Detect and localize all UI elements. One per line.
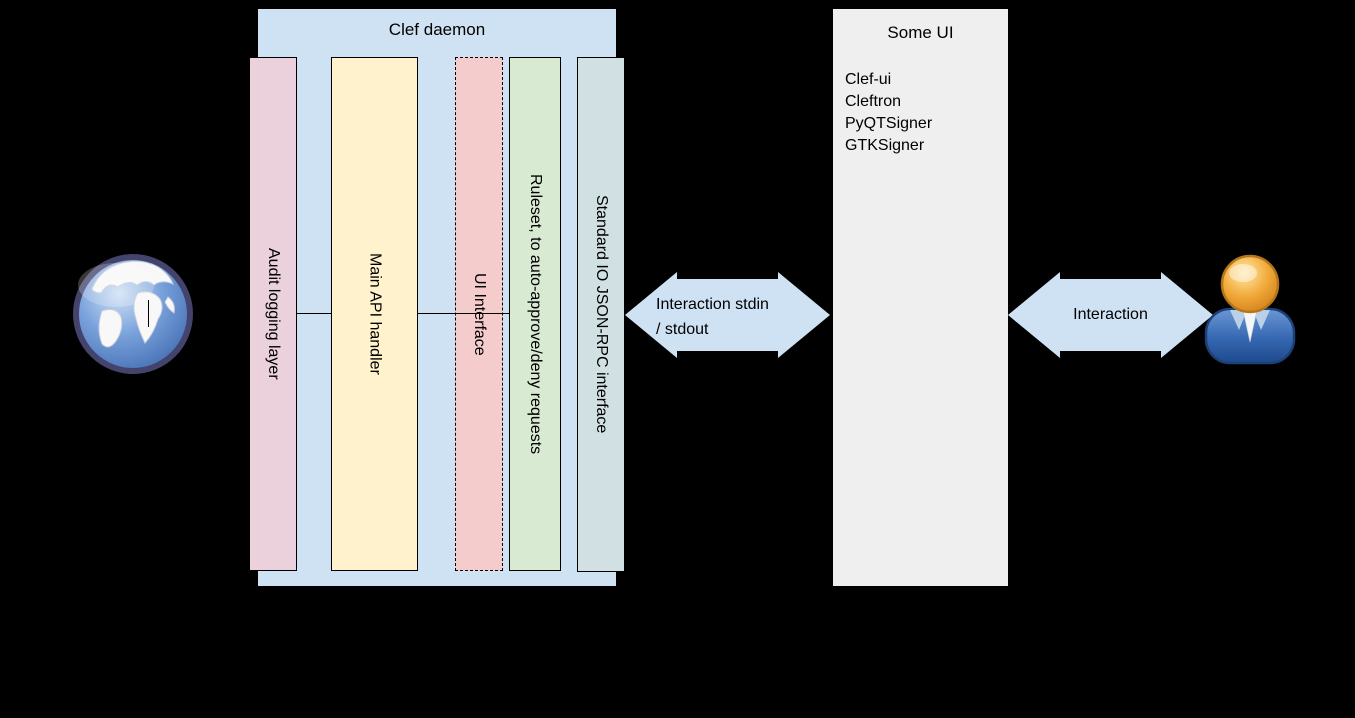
list-item: Clef-ui — [845, 71, 892, 88]
ui-interface-bar: UI Interface — [455, 57, 503, 571]
connector-globe-segment — [148, 300, 149, 327]
double-arrow-icon-stdio — [625, 272, 830, 358]
clef-daemon-box — [257, 8, 617, 587]
interaction-label: Interaction — [1073, 306, 1148, 323]
stdio-jsonrpc-bar: Standard IO JSON-RPC interface — [577, 57, 625, 572]
stdio-jsonrpc-label: Standard IO JSON-RPC interface — [593, 195, 610, 434]
ruleset-label: Ruleset, to auto-approve/deny requests — [527, 173, 544, 455]
some-ui-list: Clef-ui Cleftron PyQTSigner GTKSigner — [845, 69, 1008, 157]
list-item: PyQTSigner — [845, 115, 933, 132]
list-item: Cleftron — [845, 93, 902, 110]
audit-logging-layer-bar: Audit logging layer — [249, 57, 297, 571]
interaction-stdin-stdout-label: Interaction stdin / stdout — [656, 292, 769, 342]
some-ui-title: Some UI — [887, 23, 954, 42]
main-api-handler-bar: Main API handler — [331, 57, 418, 571]
person-icon — [1204, 254, 1296, 365]
list-item: GTKSigner — [845, 137, 925, 154]
interaction-stdin-line1: Interaction stdin — [656, 296, 769, 313]
globe-icon — [73, 254, 193, 374]
clef-daemon-title: Clef daemon — [388, 20, 486, 39]
double-arrow-icon-user — [1008, 272, 1213, 358]
audit-logging-layer-label: Audit logging layer — [265, 248, 282, 380]
main-api-handler-label: Main API handler — [366, 253, 384, 375]
some-ui-box: Some UI Clef-ui Cleftron PyQTSigner GTKS… — [833, 9, 1008, 586]
ruleset-bar: Ruleset, to auto-approve/deny requests — [509, 57, 561, 571]
interaction-stdin-line2: / stdout — [656, 321, 709, 338]
